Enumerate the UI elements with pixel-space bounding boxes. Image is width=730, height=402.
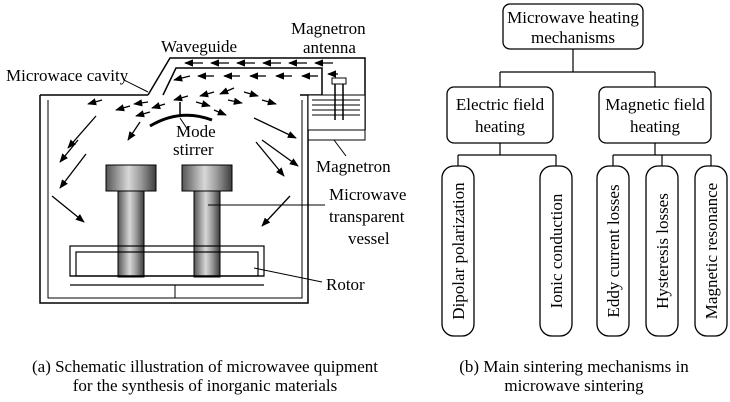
- leaf-label-eddy: Eddy current losses: [604, 184, 623, 317]
- leaf-node-dipolar: [441, 165, 475, 337]
- cavity-arrows: [51, 115, 299, 227]
- leaf-node-eddy: [596, 165, 630, 337]
- tree-connectors: [457, 49, 712, 166]
- label-mode-stirrer-2: stirrer: [173, 140, 214, 159]
- label-vessel-3: vessel: [348, 229, 390, 248]
- label-mode-stirrer-1: Mode: [176, 122, 216, 141]
- caption-right-line2: microwave sintering: [504, 376, 644, 395]
- waveguide-arrows: [173, 59, 338, 82]
- root-node-line2: mechanisms: [531, 28, 615, 47]
- label-vessel-2: transparent: [329, 207, 405, 226]
- root-node-line1: Microwave heating: [507, 8, 639, 27]
- electric-field-node: [446, 86, 554, 144]
- caption-left: (a) Schematic illustration of microwavee…: [0, 357, 410, 395]
- electric-field-line2: heating: [475, 117, 526, 136]
- sintering-mechanism-tree: Microwave heating mechanisms Electric fi…: [441, 3, 728, 337]
- leaf-label-hysteresis: Hysteresis losses: [653, 193, 672, 309]
- leaf-label-dipolar: Dipolar polarization: [449, 182, 468, 320]
- leaf-node-hysteresis: [645, 165, 679, 337]
- leaf-label-magnetic-resonance: Magnetic resonance: [702, 183, 721, 319]
- label-cavity: Microwace cavity: [6, 66, 129, 85]
- rotor-tray: [69, 245, 265, 286]
- vessel-right: [181, 164, 233, 278]
- leaf-node-magnetic-resonance: [694, 165, 728, 337]
- leader-lines: [123, 79, 347, 283]
- label-magnetron-antenna-1: Magnetron: [291, 19, 366, 38]
- leaf-node-ionic: [539, 165, 573, 337]
- magnetron-block: [307, 77, 366, 131]
- label-vessel-1: Microwave: [329, 185, 406, 204]
- leaf-label-ionic: Ionic conduction: [547, 193, 566, 308]
- magnetic-field-line2: heating: [630, 117, 681, 136]
- caption-left-line1: (a) Schematic illustration of microwavee…: [31, 357, 379, 376]
- label-rotor: Rotor: [326, 275, 365, 294]
- label-magnetron-antenna-2: antenna: [303, 38, 356, 57]
- electric-field-line1: Electric field: [456, 95, 545, 114]
- caption-left-line2: for the synthesis of inorganic materials: [72, 376, 338, 395]
- caption-right-line1: (b) Main sintering mechanisms in: [459, 357, 689, 376]
- magnetic-field-node: [598, 86, 712, 144]
- root-node: [502, 3, 644, 50]
- stirrer-arrows: [87, 87, 277, 118]
- label-magnetron: Magnetron: [316, 157, 391, 176]
- cavity-walls: [39, 94, 309, 304]
- vessel-left: [105, 164, 157, 278]
- magnetic-field-line1: Magnetic field: [605, 95, 705, 114]
- caption-right: (b) Main sintering mechanisms in microwa…: [418, 357, 730, 395]
- label-waveguide: Waveguide: [161, 37, 237, 56]
- microwave-equipment-schematic: Waveguide Magnetron antenna Microwace ca…: [6, 19, 406, 304]
